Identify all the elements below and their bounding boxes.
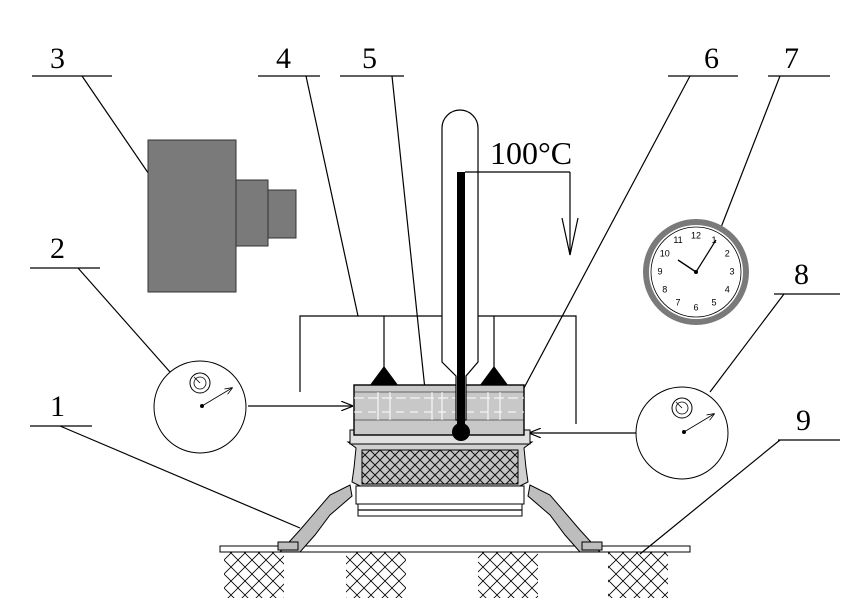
- clock-numeral: 3: [729, 266, 734, 276]
- label-9-leader: [639, 439, 781, 555]
- label-4-leader: [305, 75, 359, 317]
- thermometer-bulb: [452, 423, 470, 441]
- gauge-left-subdial-inner: [193, 376, 207, 390]
- gauge-left-subneedle: [193, 376, 201, 384]
- camera-body: [147, 139, 237, 293]
- clock-numeral: 2: [725, 248, 730, 258]
- gauge-right-subdial: [671, 397, 693, 419]
- label-6-group: 6: [507, 42, 738, 419]
- base-support-right: [527, 484, 602, 553]
- gauge-left-needle: [201, 388, 232, 407]
- frame-outline: [299, 315, 577, 424]
- clock-numeral: 8: [662, 284, 667, 294]
- thermometer: 100°C: [441, 109, 579, 441]
- base-plate: [219, 484, 691, 553]
- gauge-right-subneedle: [675, 401, 683, 409]
- gauge-left-center: [200, 404, 204, 408]
- gauge-left: [153, 360, 352, 454]
- clock-numeral: 7: [675, 298, 680, 308]
- base-support-left: [278, 484, 353, 553]
- label-7-group: 7: [719, 42, 830, 231]
- clock-numeral: 12: [691, 230, 701, 240]
- gauge-right-needle: [683, 414, 714, 433]
- base-top: [219, 545, 691, 553]
- clock-numeral: 10: [660, 248, 670, 258]
- clock: 12 1 2 3 4 5 6 7 8 9 10 11: [643, 219, 749, 325]
- label-9: 9: [796, 404, 811, 437]
- label-4: 4: [276, 42, 291, 75]
- label-2: 2: [50, 232, 65, 265]
- gauge-right-subdial-inner: [675, 401, 689, 415]
- support-leg-2: [346, 552, 406, 598]
- label-1-leader: [59, 425, 301, 529]
- label-2-group: 2: [30, 232, 171, 373]
- gauge-left-subdial: [189, 372, 211, 394]
- label-4-group: 4: [258, 42, 359, 317]
- label-2-leader: [77, 267, 171, 373]
- label-1: 1: [50, 390, 65, 423]
- base-foot-left: [277, 541, 299, 551]
- heater-mesh: [361, 449, 519, 485]
- gauge-right-center: [682, 430, 686, 434]
- clock-center: [694, 270, 698, 274]
- gauge-right-dial: [635, 386, 729, 480]
- thermometer-indicator-arrow: [561, 217, 579, 256]
- base-foot-right: [581, 541, 603, 551]
- support-leg-4: [608, 552, 668, 598]
- label-9-group: 9: [639, 404, 840, 555]
- clock-face: [650, 226, 742, 318]
- label-8: 8: [794, 258, 809, 291]
- frame-tip-left: [370, 366, 398, 385]
- liquid-bath: [353, 384, 525, 436]
- label-5: 5: [362, 42, 377, 75]
- label-1-group: 1: [30, 390, 301, 529]
- camera: [147, 139, 297, 293]
- clock-minute-hand: [695, 239, 717, 273]
- label-3: 3: [50, 42, 65, 75]
- clock-numeral: 5: [711, 298, 716, 308]
- clock-numeral: 9: [657, 266, 662, 276]
- temperature-unit: °C: [538, 135, 572, 171]
- frame-tip-right: [480, 366, 508, 385]
- liquid-container: [353, 384, 525, 436]
- label-6: 6: [704, 42, 719, 75]
- clock-hour-hand: [677, 259, 697, 273]
- temperature-value: 100: [490, 135, 538, 171]
- clock-numeral: 11: [673, 235, 682, 245]
- support-legs: [224, 552, 668, 598]
- clock-numeral: 1: [711, 235, 716, 245]
- gauge-right: [530, 386, 729, 480]
- gauge-left-dial: [153, 360, 247, 454]
- clock-numerals: 12 1 2 3 4 5 6 7 8 9 10 11: [657, 230, 734, 312]
- camera-lens-mount: [235, 179, 269, 247]
- thermometer-column: [457, 172, 465, 428]
- temperature-readout: 100°C: [490, 135, 572, 171]
- holder-lower-band: [355, 485, 525, 505]
- camera-lens: [267, 189, 297, 239]
- clock-numeral: 6: [693, 302, 698, 312]
- support-leg-3: [478, 552, 538, 598]
- label-8-group: 8: [709, 258, 840, 393]
- label-6-leader: [507, 75, 691, 419]
- label-7: 7: [784, 42, 799, 75]
- support-leg-1: [224, 552, 284, 598]
- frame-bracket: [299, 315, 577, 424]
- clock-numeral: 4: [725, 284, 730, 294]
- label-7-leader: [719, 75, 781, 231]
- sample-holder: [346, 429, 534, 517]
- label-8-leader: [709, 293, 785, 393]
